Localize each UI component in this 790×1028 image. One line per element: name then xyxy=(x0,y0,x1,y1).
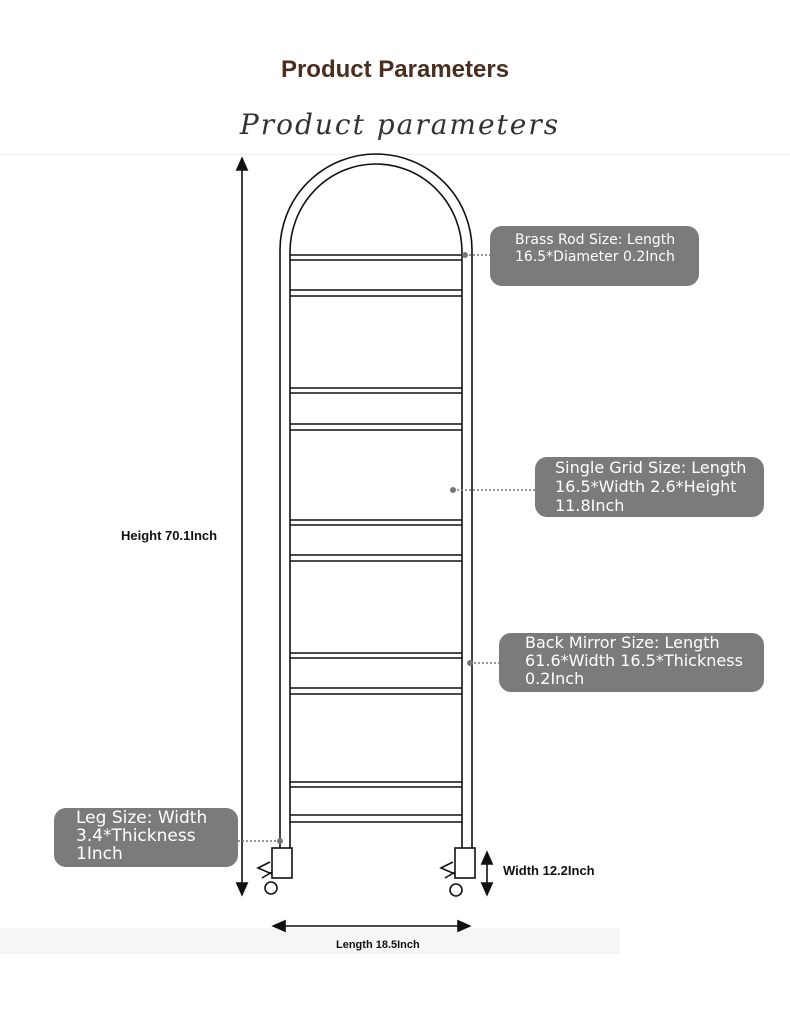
leader-lines xyxy=(238,254,535,842)
divider xyxy=(0,154,790,155)
brass-rod-callout: Brass Rod Size: Length 16.5*Diameter 0.2… xyxy=(490,226,699,286)
leg-size-callout: Leg Size: Width 3.4*Thickness 1Inch xyxy=(54,808,238,867)
length-label: Length 18.5Inch xyxy=(336,939,420,951)
page-subtitle: Product parameters xyxy=(239,108,561,141)
shelves xyxy=(290,254,462,823)
right-caster xyxy=(439,847,476,897)
back-mirror-callout: Back Mirror Size: Length 61.6*Width 16.5… xyxy=(499,633,764,692)
left-caster xyxy=(256,847,293,895)
width-label: Width 12.2Inch xyxy=(503,863,595,878)
rack-frame-inner xyxy=(289,163,463,850)
rack-frame-outer xyxy=(279,153,473,850)
page-title: Product Parameters xyxy=(280,56,510,83)
single-grid-callout: Single Grid Size: Length 16.5*Width 2.6*… xyxy=(535,457,764,517)
height-label: Height 70.1Inch xyxy=(121,528,218,543)
